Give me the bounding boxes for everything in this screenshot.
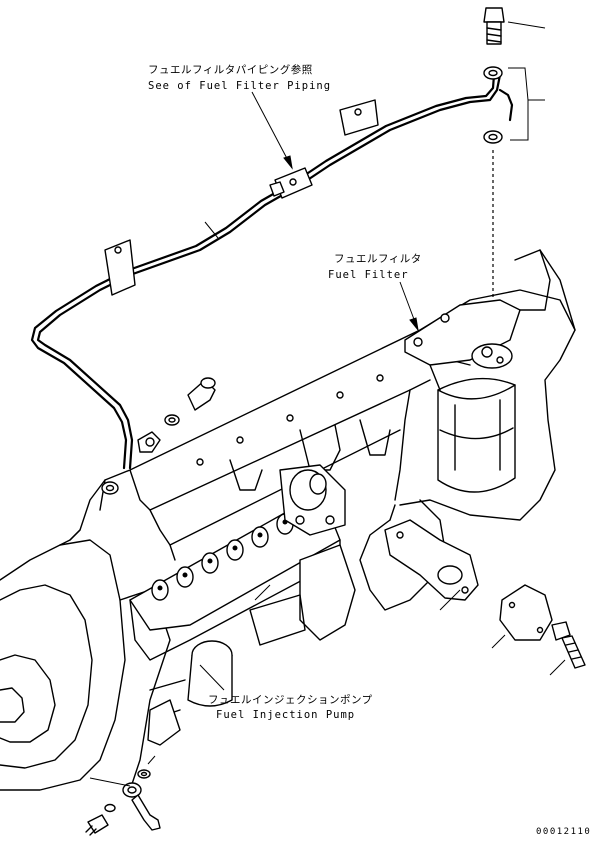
gasket-cover-assembly [384, 519, 586, 676]
leader-pump-side [254, 584, 271, 601]
fuel-filter-piping [30, 73, 502, 495]
delivery-valves [151, 513, 294, 601]
leader-pipe [204, 221, 219, 239]
label-fuel-filter-piping-en: See of Fuel Filter Piping [148, 80, 331, 92]
leader-injection-pump [199, 664, 225, 691]
label-fuel-filter-en: Fuel Filter [328, 269, 409, 281]
banjo-fitting-bottom [85, 755, 161, 836]
fuel-injection-pump [129, 464, 356, 746]
label-injection-pump-jp: フュエルインジェクションポンプ [208, 694, 373, 706]
label-fuel-filter-jp: フュエルフィルタ [334, 253, 422, 265]
drawing-code: 00012110 [536, 827, 591, 837]
label-injection-pump-en: Fuel Injection Pump [216, 709, 355, 721]
hollow-bolt-assembly [483, 7, 546, 300]
label-fuel-filter-piping-jp: フュエルフィルタパイピング参照 [148, 63, 313, 76]
leader-piping [251, 91, 293, 169]
fuel-filter [404, 249, 576, 493]
